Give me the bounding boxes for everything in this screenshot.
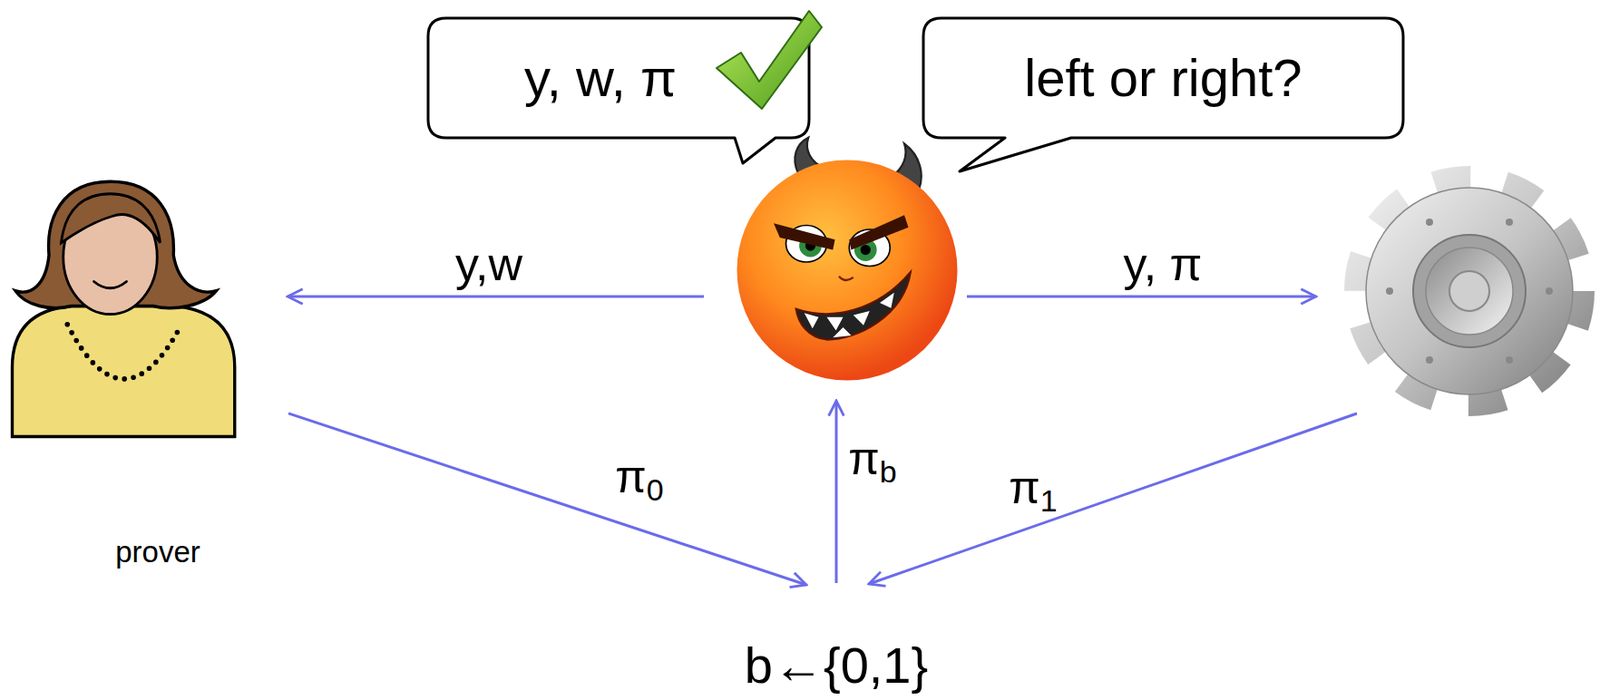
bit-choice-box: b←{0,1} — [718, 585, 955, 697]
prover-fringe — [61, 194, 161, 244]
message-arrow — [966, 295, 1317, 299]
gear-ring — [1413, 234, 1526, 348]
gear-teeth — [1356, 178, 1582, 404]
prover-illustration — [12, 181, 235, 437]
check-mark — [716, 10, 822, 109]
tooth — [827, 317, 844, 332]
proof-label: π0 — [614, 448, 664, 510]
connector-arrow — [288, 413, 807, 586]
node-text: b←{0,1} — [744, 636, 928, 695]
gear-inner — [1425, 247, 1513, 335]
nose — [839, 276, 854, 281]
pupil — [860, 244, 871, 255]
message-arrow — [868, 413, 1357, 585]
message-arrow — [835, 400, 839, 584]
verifier-illustration — [1356, 178, 1582, 404]
proof-label: πb — [848, 429, 897, 492]
node-text: y, w, π — [524, 48, 677, 109]
tooth — [879, 292, 895, 309]
brow — [773, 223, 836, 250]
tooth — [804, 312, 820, 329]
rivet — [1505, 356, 1513, 364]
prover-smile — [94, 282, 127, 289]
gear-body — [1365, 187, 1573, 395]
rivet — [1385, 287, 1394, 295]
bubble-shape — [923, 18, 1404, 172]
message-label: y, π — [1123, 238, 1203, 291]
speech-bubble: left or right? — [923, 18, 1404, 138]
message-arrow — [287, 295, 704, 299]
gear-hub — [1449, 271, 1490, 312]
message-label: y,w — [455, 238, 523, 291]
party-label-box: prover — [27, 172, 289, 570]
speech-bubble: y, w, π — [428, 18, 810, 138]
prover-necklace — [67, 324, 182, 380]
prover-body — [12, 306, 235, 438]
tooth — [853, 311, 870, 326]
brow — [848, 214, 908, 250]
node-text: left or right? — [1024, 48, 1302, 109]
message-arrows — [287, 296, 1357, 585]
node-text: prover — [115, 535, 201, 570]
rivet — [1505, 218, 1513, 226]
rivet — [1425, 218, 1434, 226]
adversary-illustration — [737, 137, 958, 381]
devil-face — [737, 160, 958, 381]
grin — [796, 272, 911, 340]
rivet — [1425, 356, 1434, 364]
connector-layer — [288, 413, 807, 586]
rivet — [1545, 287, 1553, 295]
tooth — [832, 327, 851, 338]
proof-label: π1 — [1008, 458, 1057, 521]
